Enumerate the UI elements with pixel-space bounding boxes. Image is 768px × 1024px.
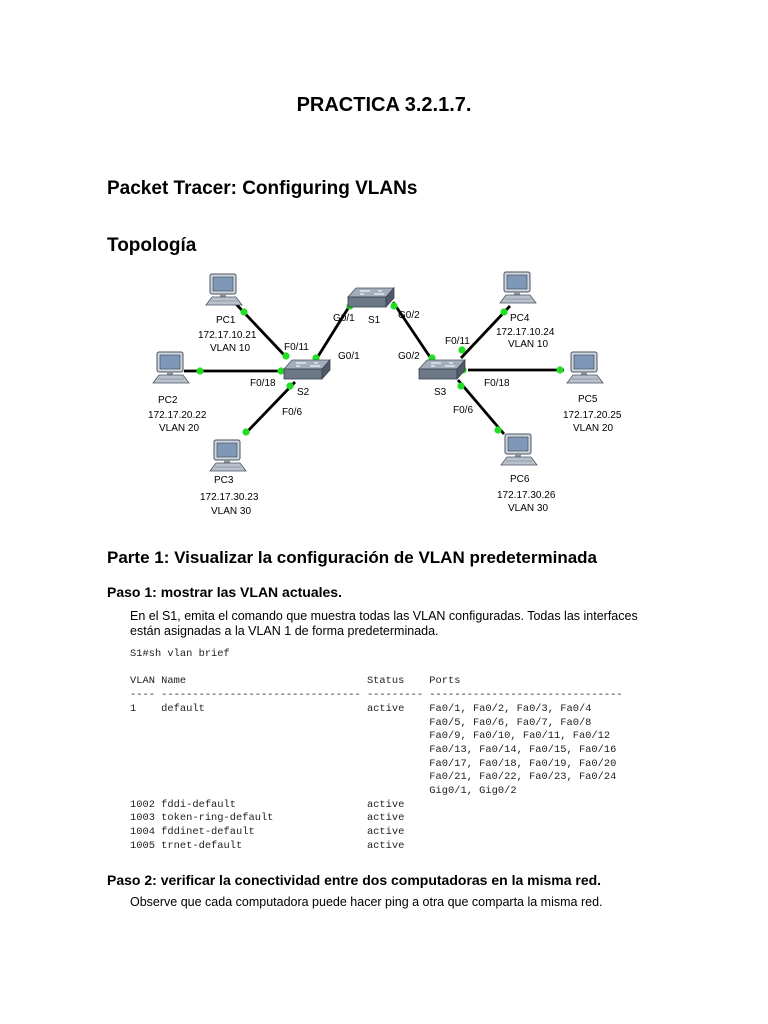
cli-line: 1002 fddi-default active: [130, 798, 405, 811]
switch-label: S3: [434, 387, 447, 398]
port-label: G0/2: [398, 310, 420, 321]
switch-s2-icon: [283, 359, 331, 380]
cli-line: S1#sh vlan brief: [130, 648, 230, 660]
document-title: PRACTICA 3.2.1.7.: [296, 94, 472, 116]
port-label: F0/11: [284, 342, 309, 353]
pc-ip-label: 172.17.10.21: [198, 330, 257, 341]
cli-line: VLAN Name Status Ports: [130, 675, 461, 688]
cli-line: 1004 fddinet-default active: [130, 826, 405, 839]
cli-line: ---- -------------------------------- --…: [130, 689, 623, 702]
pc-ip-label: 172.17.10.24: [496, 327, 555, 338]
pc-vlan-label: VLAN 30: [211, 506, 251, 517]
lab-heading: Packet Tracer: Configuring VLANs: [107, 178, 418, 199]
pc-vlan-label: VLAN 30: [508, 503, 548, 514]
pc5-icon: [566, 351, 604, 384]
part1-heading: Parte 1: Visualizar la configuración de …: [107, 548, 597, 567]
port-label: F0/6: [453, 405, 473, 416]
link-pc6-s3: [456, 379, 506, 435]
pc-ip-label: 172.17.20.22: [148, 410, 207, 421]
port-label: F0/18: [250, 378, 276, 389]
switch-label: S1: [368, 315, 381, 326]
port-label: F0/6: [282, 407, 302, 418]
cli-line: Fa0/17, Fa0/18, Fa0/19, Fa0/20: [130, 757, 617, 770]
port-label: G0/2: [398, 351, 420, 362]
step1-instructions: En el S1, emita el comando que muestra t…: [130, 609, 638, 638]
pc1-icon: [205, 273, 243, 306]
topology-heading: Topología: [107, 235, 197, 256]
pc-name-label: PC3: [214, 475, 234, 486]
port-label: F0/18: [484, 378, 510, 389]
cli-line: Gig0/1, Gig0/2: [130, 785, 517, 798]
pc-name-label: PC1: [216, 315, 236, 326]
pc-ip-label: 172.17.30.23: [200, 492, 259, 503]
pc-name-label: PC5: [578, 394, 598, 405]
port-label: G0/1: [333, 313, 355, 324]
step1-heading: Paso 1: mostrar las VLAN actuales.: [107, 584, 342, 600]
cli-output: S1#sh vlan brief VLAN Name Status Ports …: [130, 648, 623, 854]
cli-line: Fa0/5, Fa0/6, Fa0/7, Fa0/8: [130, 716, 592, 729]
pc6-icon: [500, 433, 538, 466]
network-topology-diagram: S1 S2 S3 G0/1 G0/2 F0/11 G0/1 F0/18 F0/6…: [148, 271, 622, 517]
pc3-icon: [209, 439, 247, 472]
pc4-icon: [499, 271, 537, 304]
step2-heading: Paso 2: verificar la conectividad entre …: [107, 872, 602, 888]
cli-line: 1005 trnet-default active: [130, 839, 405, 852]
switch-s1-icon: [347, 287, 395, 308]
pc-vlan-label: VLAN 10: [508, 339, 548, 350]
pc-ip-label: 172.17.20.25: [563, 410, 622, 421]
cli-line: Fa0/21, Fa0/22, Fa0/23, Fa0/24: [130, 771, 617, 784]
link-pc3-s2: [243, 381, 297, 435]
switch-s3-icon: [418, 359, 466, 380]
pc-name-label: PC2: [158, 395, 178, 406]
switch-label: S2: [297, 387, 310, 398]
cli-line: 1003 token-ring-default active: [130, 812, 405, 825]
pc-name-label: PC6: [510, 474, 530, 485]
pc-vlan-label: VLAN 20: [159, 423, 199, 434]
pc-ip-label: 172.17.30.26: [497, 490, 556, 501]
link-s1-s3: [391, 301, 438, 367]
cli-line: Fa0/9, Fa0/10, Fa0/11, Fa0/12: [130, 730, 611, 743]
port-label: F0/11: [445, 336, 470, 347]
link-s1-s2: [310, 301, 354, 367]
pc-name-label: PC4: [510, 313, 530, 324]
port-label: G0/1: [338, 351, 360, 362]
pc-vlan-label: VLAN 10: [210, 343, 250, 354]
pc2-icon: [152, 351, 190, 384]
pc-vlan-label: VLAN 20: [573, 423, 613, 434]
step2-instructions: Observe que cada computadora puede hacer…: [130, 895, 603, 909]
cli-line: Fa0/13, Fa0/14, Fa0/15, Fa0/16: [130, 743, 617, 756]
cli-line: 1 default active Fa0/1, Fa0/2, Fa0/3, Fa…: [130, 702, 592, 715]
